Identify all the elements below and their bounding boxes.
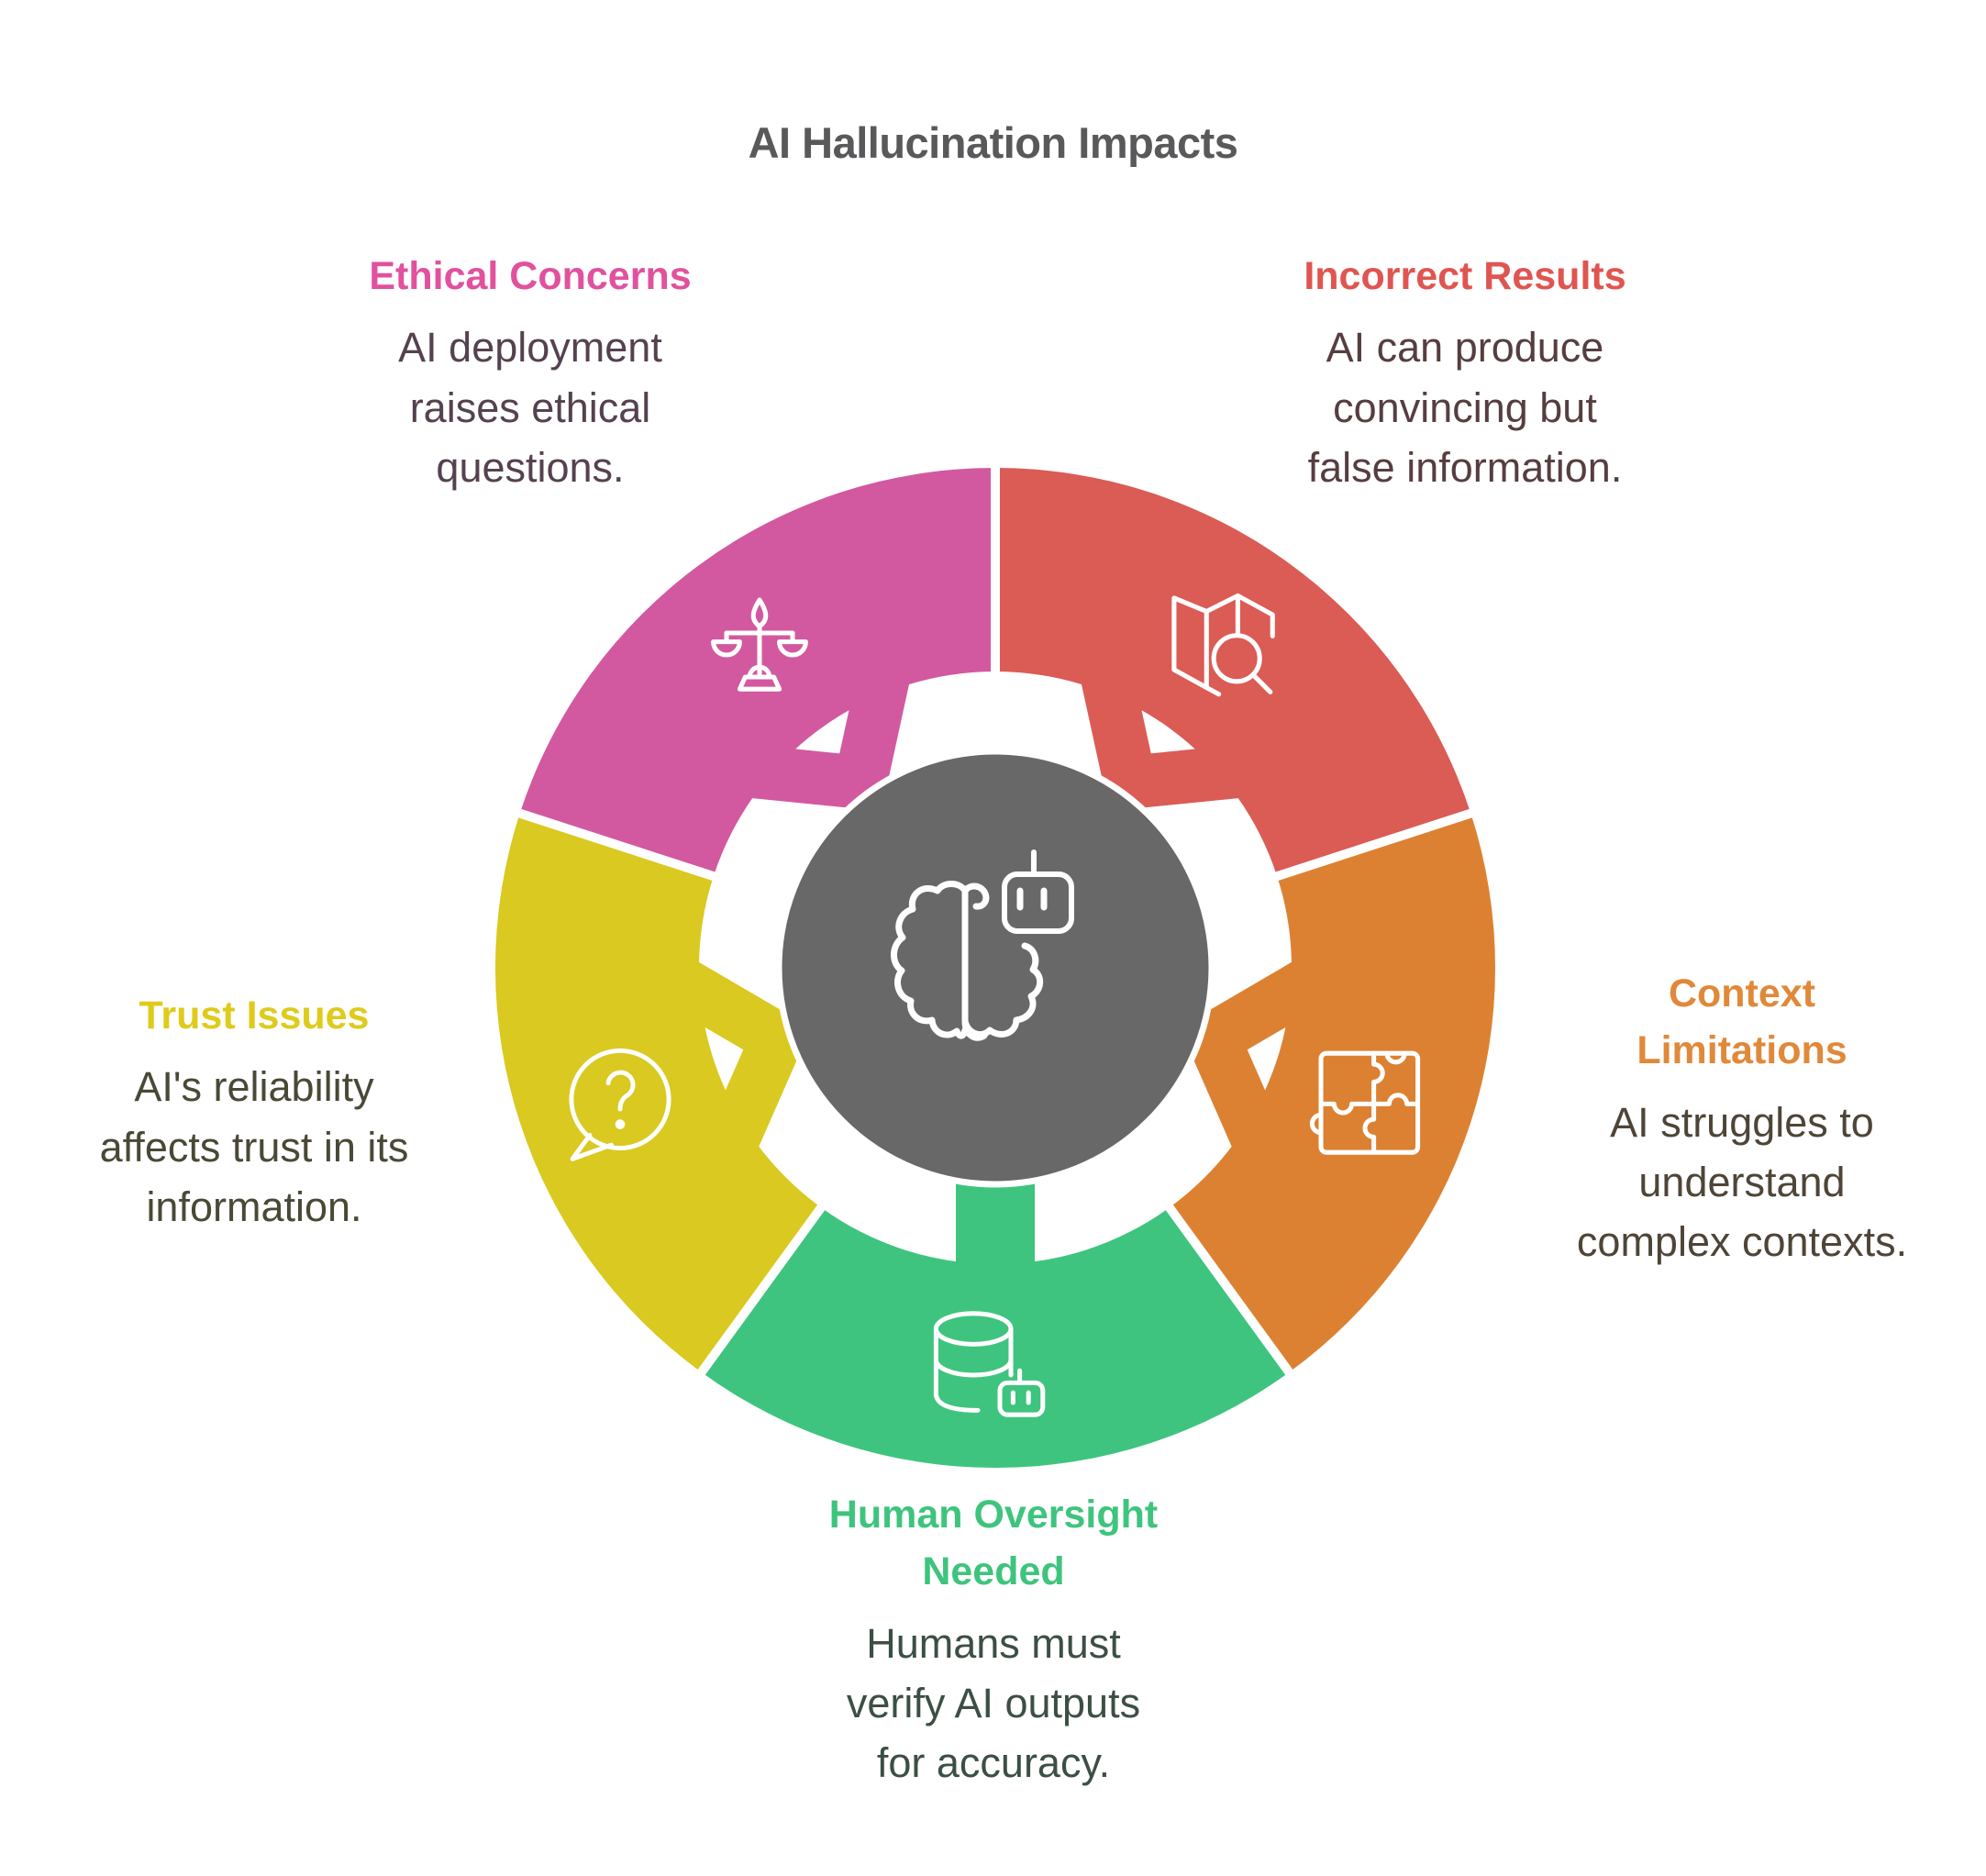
map-search-icon (1171, 593, 1275, 697)
segment-incorrect (995, 468, 1471, 877)
section-desc-context: AI struggles to understand complex conte… (1576, 1098, 1908, 1266)
tab-trust (670, 960, 812, 1149)
section-desc-human: Humans must verify AI outputs for accura… (846, 1619, 1141, 1787)
section-label-ethical: Ethical Concerns AI deployment raises et… (227, 248, 833, 497)
segment-context (1169, 813, 1496, 1372)
section-desc-incorrect: AI can produce convincing but false info… (1307, 324, 1623, 491)
tab-ethical (749, 671, 910, 812)
section-heading-context: Context Limitations (1637, 971, 1847, 1073)
section-label-incorrect: Incorrect Results AI can produce convinc… (1162, 248, 1768, 497)
section-heading-human: Human Oversight Needed (828, 1493, 1159, 1594)
robot-head-icon (1002, 849, 1074, 934)
question-bubble-icon (569, 1048, 671, 1161)
section-heading-incorrect: Incorrect Results (1304, 254, 1626, 298)
page-title: AI Hallucination Impacts (748, 118, 1238, 167)
tab-context (1179, 960, 1321, 1149)
scales-icon (711, 597, 808, 692)
section-label-human: Human Oversight Needed Humans must verif… (709, 1486, 1278, 1793)
database-robot-icon (933, 1311, 1046, 1417)
section-desc-ethical: AI deployment raises ethical questions. (398, 324, 662, 491)
puzzle-icon (1309, 1050, 1421, 1155)
section-heading-ethical: Ethical Concerns (369, 254, 692, 298)
section-label-trust: Trust Issues AI's reliability affects tr… (0, 987, 508, 1237)
segment-separator (1253, 805, 1486, 888)
section-desc-trust: AI's reliability affects trust in its in… (99, 1063, 409, 1230)
brain-robot-icon (891, 849, 1074, 1041)
tab-incorrect (1081, 671, 1241, 812)
hub-circle (775, 748, 1215, 1188)
segment-human (701, 1207, 1290, 1469)
section-label-context: Context Limitations AI struggles to unde… (1494, 965, 1986, 1271)
segment-separator (1152, 1186, 1302, 1386)
segment-separator (505, 805, 738, 888)
wheel-segments (494, 454, 1496, 1469)
segment-separator (689, 1186, 838, 1386)
robot-head-small-icon (997, 1368, 1046, 1417)
segment-trust (494, 813, 822, 1372)
section-heading-trust: Trust Issues (139, 994, 370, 1038)
